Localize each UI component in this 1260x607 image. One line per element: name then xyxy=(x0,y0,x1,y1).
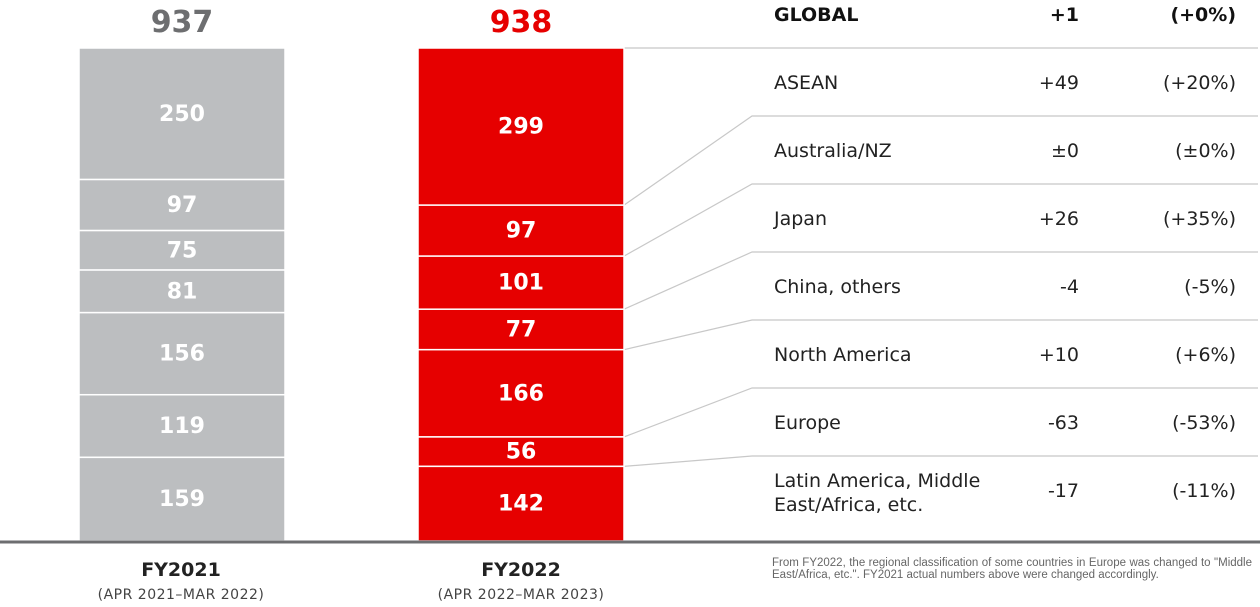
bar-fy2021-north-america-label: 156 xyxy=(159,342,205,367)
bar-fy2021-china-others xyxy=(78,269,286,314)
bar-fy2021-europe-label: 119 xyxy=(159,414,205,439)
category-label-fy2022: FY2022 xyxy=(481,559,561,581)
bar-fy2022-north-america xyxy=(417,348,625,438)
table-row-5-region: North America xyxy=(774,344,912,366)
bar-fy2021-japan xyxy=(78,229,286,271)
connector-line xyxy=(623,387,1258,438)
bar-fy2021-japan-label: 75 xyxy=(167,238,198,263)
regional-change-table: GLOBAL +1 (+0%) ASEAN +49 (+20%) Australia/NZ ±… xyxy=(773,4,1236,516)
table-row-6-region: Europe xyxy=(774,412,841,434)
footnote: From FY2022, the regional classification… xyxy=(772,557,1252,581)
bar-fy2021-latin-america-middle-east-africa-etc xyxy=(78,456,286,542)
table-header-change: +1 xyxy=(1050,4,1079,26)
table-row-7-pct: (-11%) xyxy=(1172,480,1236,502)
bar-fy2022-latin-america-middle-east-africa-etc xyxy=(417,465,625,542)
bar-fy2021-australia-nz xyxy=(78,178,286,232)
bar-fy2022-japan-label: 101 xyxy=(498,271,544,296)
table-row-5-change: +10 xyxy=(1039,344,1079,366)
connector-line xyxy=(623,183,1258,257)
table-row-2-change: ±0 xyxy=(1051,140,1079,162)
bar-fy2021-latin-america-middle-east-africa-etc-label: 159 xyxy=(159,487,205,512)
table-row-1-pct: (+20%) xyxy=(1163,72,1236,94)
table-row-2-region: Australia/NZ xyxy=(774,140,892,162)
table-row-4-pct: (-5%) xyxy=(1184,276,1236,298)
bar-fy2021-australia-nz-label: 97 xyxy=(167,193,198,218)
bar-fy2022-china-others xyxy=(417,308,625,351)
table-row-3-change: +26 xyxy=(1039,208,1079,230)
stacked-bars: 250 97 75 81 156 119 159 299 97 101 77 166 56 142 xyxy=(78,47,625,542)
bar-fy2022-australia-nz-label: 97 xyxy=(506,219,537,244)
bar-fy2021-north-america xyxy=(78,311,286,396)
bar-fy2021-europe xyxy=(78,393,286,459)
table-row-2-pct: (±0%) xyxy=(1175,140,1236,162)
bar-fy2021-asean xyxy=(78,47,286,181)
bar-fy2022-north-america-label: 166 xyxy=(498,381,544,406)
bar-fy2022-europe-label: 56 xyxy=(506,440,537,465)
bar-fy2022-china-others-label: 77 xyxy=(506,317,537,342)
table-row-3-region: Japan xyxy=(773,208,827,230)
connector-line xyxy=(623,319,1258,351)
table-row-5-pct: (+6%) xyxy=(1175,344,1236,366)
bar-fy2022-asean-label: 299 xyxy=(498,115,544,140)
total-fy2022: 938 xyxy=(490,5,553,40)
connector-lines xyxy=(623,47,1258,467)
table-row-6-change: -63 xyxy=(1048,412,1079,434)
table-row-4-change: -4 xyxy=(1060,276,1079,298)
table-row-6-pct: (-53%) xyxy=(1172,412,1236,434)
table-row-4-region: China, others xyxy=(774,276,901,298)
table-row-1-region: ASEAN xyxy=(774,72,838,94)
table-header-region: GLOBAL xyxy=(774,4,858,26)
category-subtitle-fy2022: (APR 2022–MAR 2023) xyxy=(438,587,605,603)
bar-fy2022-latin-america-middle-east-africa-etc-label: 142 xyxy=(498,492,544,517)
table-row-1-change: +49 xyxy=(1039,72,1079,94)
bar-fy2021-china-others-label: 81 xyxy=(167,279,198,304)
bar-fy2022-asean xyxy=(417,47,625,206)
table-header-pct: (+0%) xyxy=(1170,4,1236,26)
bar-fy2021-asean-label: 250 xyxy=(159,102,205,127)
table-row-3-pct: (+35%) xyxy=(1163,208,1236,230)
connector-line xyxy=(623,115,1258,206)
category-label-fy2021: FY2021 xyxy=(141,559,221,581)
table-row-7-change: -17 xyxy=(1048,480,1079,502)
total-fy2021: 937 xyxy=(151,5,214,40)
connector-line xyxy=(623,455,1258,467)
bar-totals: 937 938 xyxy=(151,5,553,40)
bar-fy2022-europe xyxy=(417,436,625,468)
category-subtitle-fy2021: (APR 2021–MAR 2022) xyxy=(98,587,265,603)
connector-line xyxy=(623,251,1258,310)
